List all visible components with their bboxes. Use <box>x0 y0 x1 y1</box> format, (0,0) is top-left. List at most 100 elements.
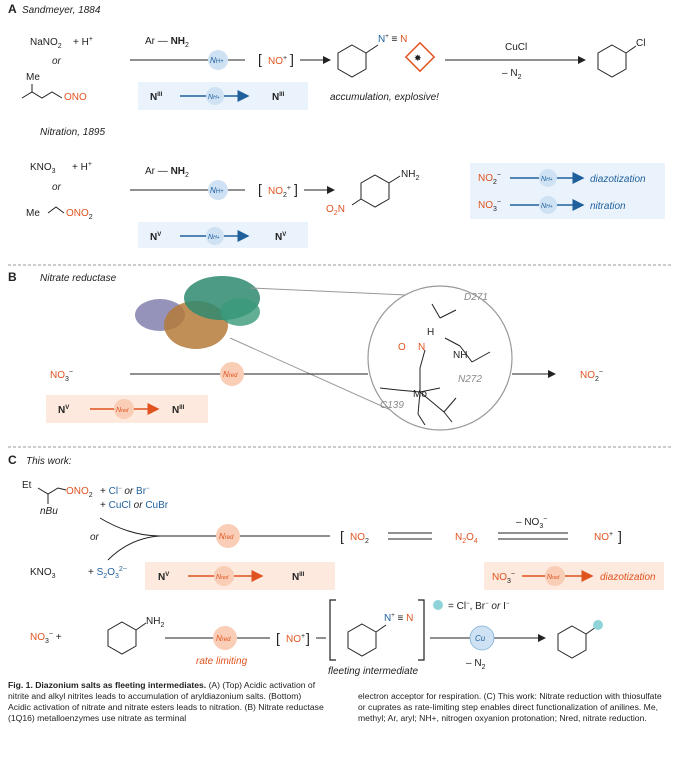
legend-nh-2: NH+ <box>541 203 553 210</box>
c-no2-label: NO2 <box>350 532 369 545</box>
fleeting-intermediate-label: fleeting intermediate <box>328 666 418 677</box>
meono2-me-label: Me <box>26 208 40 219</box>
accumulation-label: accumulation, explosive! <box>330 92 439 103</box>
nh-bubble-2 <box>208 180 228 200</box>
rate-limiting-label: rate limiting <box>196 656 248 667</box>
nano2-label: NaNO2 <box>30 37 62 50</box>
c-box-no3-label: NO3− <box>492 571 515 585</box>
n3-nh-label: NH+ <box>208 94 220 101</box>
n5-right-label: NV <box>275 232 286 243</box>
c-row-nred-bubble <box>213 626 237 650</box>
svg-text:✸: ✸ <box>414 53 422 63</box>
nh-plus-label-2: NH+ <box>210 186 224 195</box>
sandmeyer-title: Sandmeyer, 1884 <box>22 5 101 16</box>
halide-legend-label: = Cl−, Br− or I− <box>448 601 510 612</box>
c-n5-nred: Nred <box>216 574 229 581</box>
benzene-diazonium-structure <box>337 44 379 78</box>
halogen-dot-icon <box>593 620 603 630</box>
c-row-nred: Nred <box>216 634 231 643</box>
ono-label: ONO <box>64 92 87 103</box>
diazonium-n-label: N+ ≡ N <box>378 34 407 45</box>
c-nred-bubble <box>216 524 240 548</box>
c139-label: C139 <box>380 400 404 411</box>
nitrate-reductase-title: Nitrate reductase <box>40 273 117 284</box>
c-n5-bubble <box>214 566 234 586</box>
bracket-open: [ <box>258 51 262 67</box>
et-label: Et <box>22 480 32 491</box>
bracket-close: ] <box>290 51 294 67</box>
active-site-n: N <box>418 342 425 353</box>
halobenzene-structure <box>557 625 597 659</box>
n5-bubble <box>206 227 224 245</box>
b-n5-nred: Nred <box>116 407 129 414</box>
nitration-title: Nitration, 1895 <box>40 127 105 138</box>
panel-b-label: B <box>8 270 17 284</box>
c-row-no3-label: NO3− + <box>30 631 62 645</box>
ar-nh2-label-2: Ar — NH2 <box>145 166 189 179</box>
aniline-structure <box>107 621 147 655</box>
c-ono2-label: ONO2 <box>66 486 93 499</box>
c-n5-label: NV <box>158 572 169 583</box>
caption-right-text: electron acceptor for respiration. (C) T… <box>358 691 662 723</box>
c-bracket-open: [ <box>340 528 344 544</box>
protein-structure-image <box>135 276 260 349</box>
h-plus-label: + H+ <box>73 36 93 48</box>
b-n5-label: NV <box>58 405 69 416</box>
c-box-nred: Nred <box>547 574 560 581</box>
c-box-bubble <box>545 566 565 586</box>
nh-plus-label: NH+ <box>210 56 224 65</box>
nitroaniline-structure <box>351 174 401 208</box>
n5-left-label: NV <box>150 232 161 243</box>
active-site-o: O <box>398 342 406 353</box>
n3-bubble <box>206 87 224 105</box>
c-row-bracket-open: [ <box>276 630 280 646</box>
c-row-minus-n2: – N2 <box>466 658 486 671</box>
halide-dot-legend-icon <box>433 600 443 610</box>
panel-a-label: A <box>8 2 17 16</box>
c-n2o4-label: N2O4 <box>455 532 478 545</box>
c-cu-label: Cu <box>475 634 486 643</box>
panel-c-label: C <box>8 453 17 467</box>
active-site-h: H <box>427 327 434 338</box>
bracket-open-2: [ <box>258 181 262 197</box>
caption-left: Fig. 1. Diazonium salts as fleeting inte… <box>8 680 326 724</box>
c-no-plus-label: NO+ <box>594 531 613 543</box>
c-cu-bubble <box>469 625 495 651</box>
c-cucl-label: + CuCl or CuBr <box>100 500 169 511</box>
o2n-label: O2N <box>326 204 345 217</box>
kno3-label: KNO3 <box>30 162 56 175</box>
cl-label: Cl <box>636 38 645 49</box>
c-n3-label: NIII <box>292 572 305 583</box>
c-s2o3-label: + S2O32− <box>88 566 127 580</box>
c-merge-curve <box>99 517 161 561</box>
c-diazonium-n-label: N+ ≡ N <box>384 613 413 624</box>
ar-nh2-label: Ar — NH2 <box>145 36 189 49</box>
molybdenum-active-site <box>379 303 491 426</box>
nh2-product-label: NH2 <box>401 169 419 182</box>
zoom-line-bottom <box>229 337 396 413</box>
b-no2-label: NO2− <box>580 369 603 383</box>
or-label-2: or <box>52 182 62 193</box>
active-site-nh: NH <box>453 350 467 361</box>
n3-left-label: NIII <box>150 92 163 103</box>
legend-no2-label: NO2− <box>478 172 501 186</box>
fleeting-bracket-left <box>329 599 336 661</box>
c-minus-no3-label: – NO3− <box>516 516 547 530</box>
b-n5-bubble <box>114 399 134 419</box>
b-nred-bubble <box>220 362 244 386</box>
chlorobenzene-structure <box>597 44 637 78</box>
no2-plus-label: NO2+ <box>268 185 291 199</box>
cucl-label: CuCl <box>505 42 527 53</box>
legend-bubble-2 <box>539 196 557 214</box>
isoamyl-nitrite-structure <box>21 84 63 99</box>
this-work-label: This work: <box>26 456 72 467</box>
c-or-label: or <box>90 532 100 543</box>
c-bracket-close: ] <box>618 528 622 544</box>
c-diazonium-structure <box>347 623 387 657</box>
b-no3-label: NO3− <box>50 369 73 383</box>
n272-label: N272 <box>458 374 482 385</box>
c-row-no-plus: NO+ <box>286 633 305 645</box>
c-nred-label: Nred <box>219 532 234 541</box>
d271-label: D271 <box>464 292 488 303</box>
